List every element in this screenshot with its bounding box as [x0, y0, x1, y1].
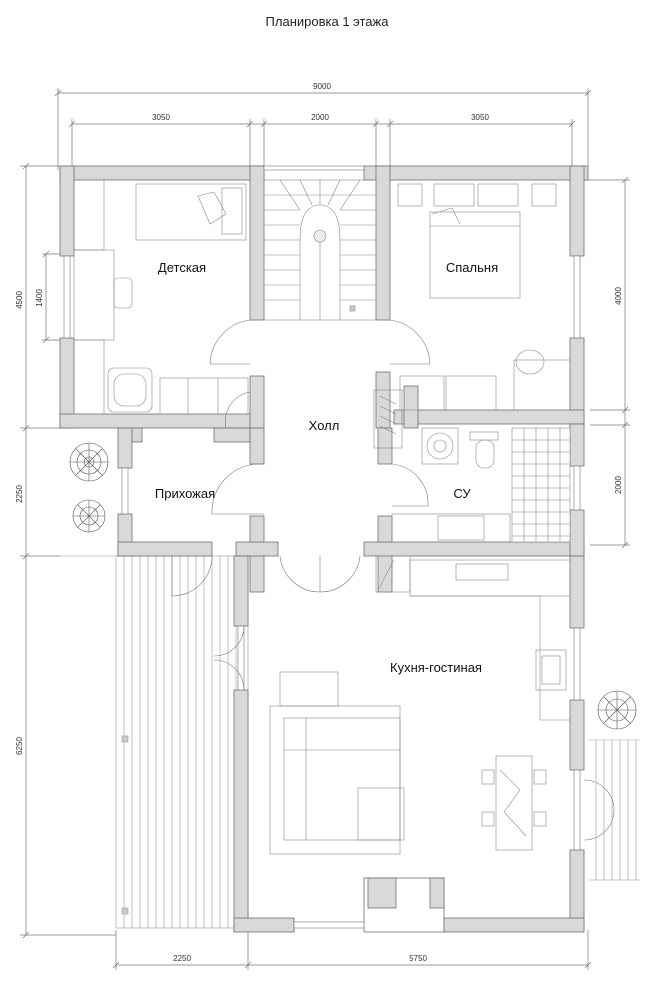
room-label-bathroom: СУ: [453, 486, 471, 501]
dim-left-window: 1400: [35, 289, 44, 307]
dim-right-mid: 2000: [614, 476, 623, 494]
dim-left-bottom: 6250: [15, 737, 24, 755]
room-label-entrance: Прихожая: [155, 486, 215, 501]
page-title: Планировка 1 этажа: [265, 14, 389, 29]
dim-left-mid: 2250: [15, 485, 24, 503]
dim-left-top: 4500: [15, 291, 24, 309]
room-label-kitchen-living: Кухня-гостиная: [390, 660, 482, 675]
dim-bottom-right: 5750: [409, 954, 427, 963]
dim-width-right: 3050: [471, 113, 489, 122]
dim-width-center: 2000: [311, 113, 329, 122]
dim-total-width: 9000: [313, 82, 331, 91]
room-label-bedroom: Спальня: [446, 260, 498, 275]
dim-width-left: 3050: [152, 113, 170, 122]
dim-bottom-left: 2250: [173, 954, 191, 963]
dim-right-top: 4000: [614, 287, 623, 305]
room-label-hall: Холл: [309, 418, 340, 433]
room-label-children: Детская: [158, 260, 206, 275]
